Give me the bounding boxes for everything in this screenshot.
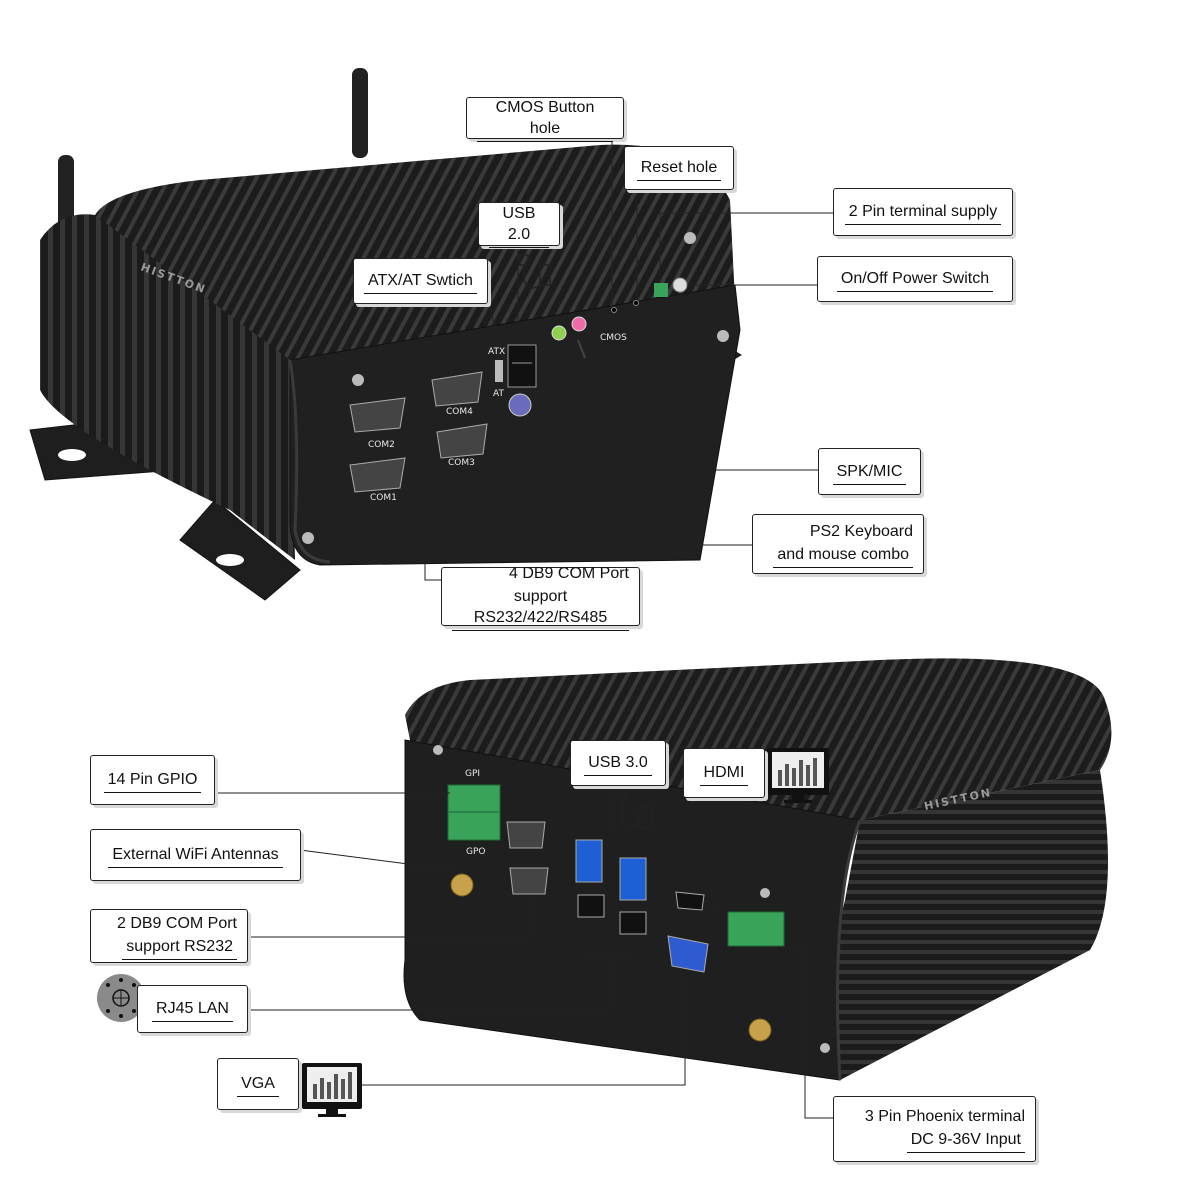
callout-atx: ATX/AT Swtich [353,258,488,304]
power-button [672,277,688,293]
lan-port-1 [577,894,605,918]
side-fins-2 [831,770,1108,1080]
callout-reset: Reset hole [624,146,734,190]
usb3-ports-right [619,857,647,901]
callout-wifi: External WiFi Antennas [90,829,301,881]
callout-usb2: USB 2.0 [478,202,560,248]
side-fins [40,214,295,560]
wifi-connector-2 [748,1018,772,1042]
monitor-icon [302,1063,362,1117]
bottom-device: GPI GPO HISTTON [403,658,1112,1081]
callout-2pin-terminal: 2 Pin terminal supply [833,188,1013,236]
wifi-connector-1 [450,873,474,897]
mic-jack [571,316,587,332]
at-label: AT [493,389,504,399]
bracket-bottom [179,499,301,601]
callout-usb3: USB 3.0 [570,740,666,786]
callout-spk-mic: SPK/MIC [818,448,921,495]
com5-port [506,821,546,849]
com-ports-top: COM2 COM1 COM4 COM3 [349,371,488,503]
spk-jack [551,325,567,341]
leader-lines [215,140,833,1119]
callout-gpio: 14 Pin GPIO [90,755,215,805]
gpi-label: GPI [465,769,480,779]
atx-label: ATX [488,347,505,357]
atx-switch [495,360,503,382]
callout-vga: VGA [217,1058,299,1110]
monitor-icon [767,748,829,803]
two-pin-terminal [654,283,668,297]
usb2-ports [507,344,537,388]
usb-cable-icon [617,789,653,829]
cmos-label: CMOS [600,333,627,343]
callout-lan: RJ45 LAN [137,985,248,1033]
com6-port [509,867,549,895]
lan-port-2 [619,911,647,935]
callout-cmos: CMOS Button hole [466,97,624,142]
front-panel-top [289,284,741,566]
antenna-right [352,68,368,158]
phoenix-terminal [727,911,785,947]
com2-label: COM2 [368,440,395,450]
com4-label: COM4 [446,407,473,417]
ps2-port [508,393,532,417]
lan-network-icon [97,974,145,1022]
gpo-label: GPO [466,847,486,857]
callout-hdmi: HDMI [683,748,765,798]
mic-icon [577,339,586,359]
callout-power: On/Off Power Switch [817,256,1013,302]
hdmi-port [675,891,705,911]
com3-label: COM3 [448,458,475,468]
top-device: COM2 COM1 COM4 COM3 ATX AT CMOS HISTTON [29,68,742,601]
com1-label: COM1 [370,493,397,503]
usb-cable-icon [519,254,551,289]
usb3-ports-left [575,839,603,883]
vga-port [667,935,709,973]
top-fins [60,144,735,360]
